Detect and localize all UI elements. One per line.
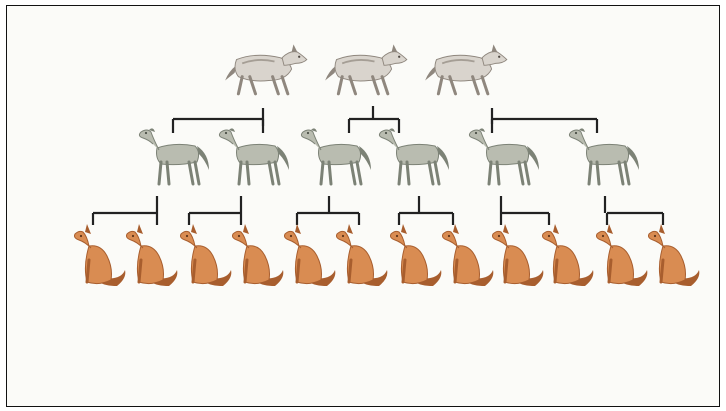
lineage-tree (74, 44, 700, 286)
wolf-icon (225, 44, 308, 96)
hound-icon (218, 128, 289, 186)
connector (295, 196, 361, 225)
diagram-frame (6, 5, 720, 407)
dog-icon (232, 224, 284, 286)
dog-icon (390, 224, 442, 286)
wolf-icon (425, 44, 508, 96)
connector (397, 196, 455, 225)
connector (499, 196, 551, 225)
dog-icon (648, 224, 700, 286)
connector (171, 108, 265, 133)
dog-icon (596, 224, 648, 286)
dog-icon (442, 224, 494, 286)
connector (603, 196, 665, 225)
wolf-icon (325, 44, 408, 96)
connector (187, 196, 243, 225)
dog-icon (284, 224, 336, 286)
hound-icon (468, 128, 539, 186)
connector (347, 106, 401, 133)
dog-icon (180, 224, 232, 286)
hound-icon (138, 128, 209, 186)
dog-icon (126, 224, 178, 286)
dog-icon (336, 224, 388, 286)
connector (91, 196, 159, 225)
hound-icon (568, 128, 639, 186)
hound-icon (378, 128, 449, 186)
hound-icon (300, 128, 371, 186)
dog-icon (542, 224, 594, 286)
connector (490, 108, 599, 133)
dog-icon (492, 224, 544, 286)
dog-icon (74, 224, 126, 286)
